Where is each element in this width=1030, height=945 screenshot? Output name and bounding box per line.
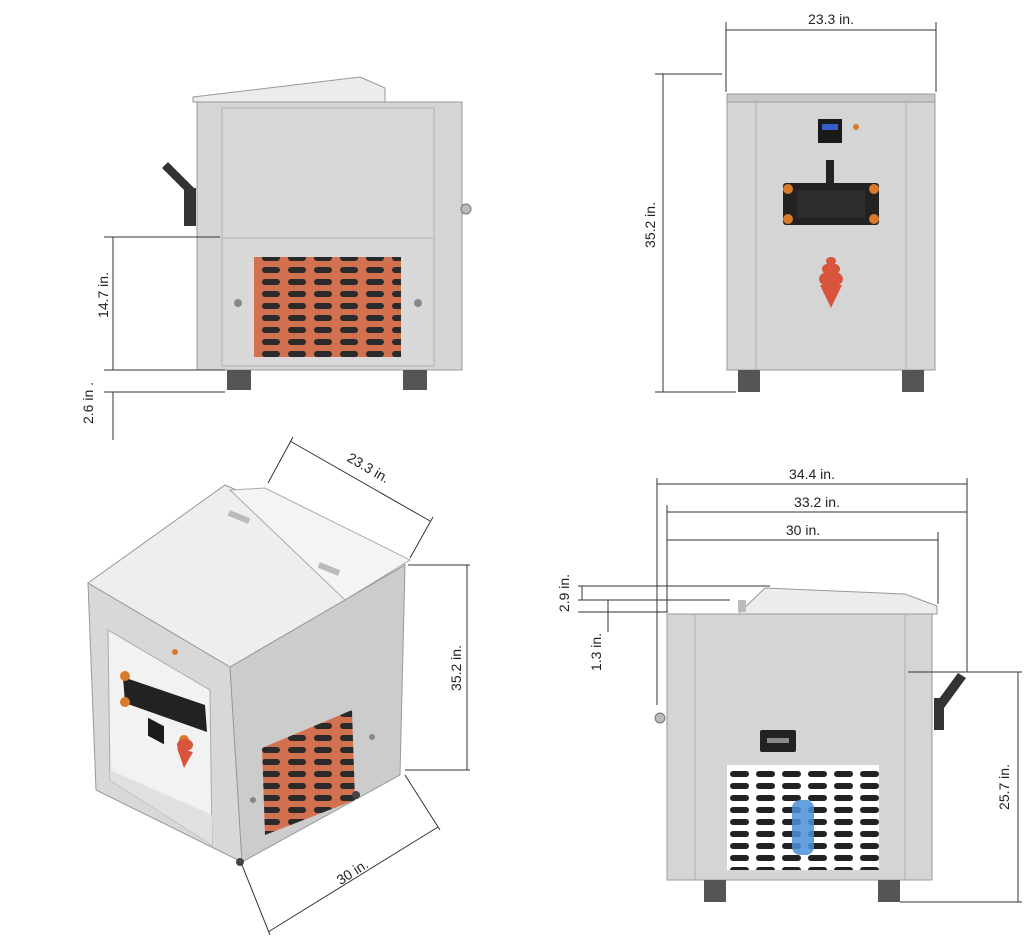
screw — [250, 797, 256, 803]
screw — [369, 734, 375, 740]
knob-icon — [869, 184, 879, 194]
foot — [878, 880, 900, 902]
internal-compressor — [792, 800, 814, 855]
display-readout — [822, 124, 838, 130]
drip-tray — [110, 770, 212, 845]
knob-icon — [460, 203, 472, 215]
lid — [228, 487, 412, 601]
indicator-light — [172, 649, 178, 655]
dispensing-head — [123, 677, 207, 732]
front-view: 23.3 in. 35.2 in. — [642, 11, 937, 393]
height-dimension-label: 35.2 in. — [642, 202, 658, 248]
height-dimension-label: 35.2 in. — [448, 645, 464, 691]
knob-icon — [654, 712, 666, 724]
foot — [236, 858, 244, 866]
rating-label-text — [767, 738, 789, 743]
ice-cream-cone-icon — [819, 257, 843, 308]
isometric-view: 23.3 in. 35.2 in. 30 in. — [87, 436, 470, 936]
body-length-label: 30 in. — [786, 522, 820, 538]
knob-icon — [869, 214, 879, 224]
control-display — [818, 119, 842, 143]
dispense-handle-icon — [934, 673, 966, 730]
knob-icon — [120, 671, 130, 681]
vent-grille — [262, 710, 355, 835]
width-dimension-label: 23.3 in. — [808, 11, 854, 27]
dimension-lines — [578, 478, 1022, 903]
side-view-left: 14.7 in. 2.6 in . — [80, 76, 472, 440]
foot — [738, 370, 760, 392]
foot — [352, 791, 360, 799]
foot — [902, 370, 924, 392]
width-dimension-label: 30 in. — [334, 856, 371, 888]
knob-icon — [783, 214, 793, 224]
foot — [704, 880, 726, 902]
handle-height-label: 25.7 in. — [996, 764, 1012, 810]
dimension-lines — [655, 22, 937, 393]
foot-dimension-label: 2.6 in . — [80, 382, 96, 424]
dispense-handle-icon — [162, 162, 196, 226]
foot — [227, 370, 251, 390]
lid-hinge — [227, 510, 251, 524]
knob-icon — [120, 697, 130, 707]
lid-hinge — [738, 600, 746, 612]
dispensing-plate — [797, 190, 865, 218]
top-edge — [726, 93, 936, 103]
lid-hinge — [317, 562, 341, 576]
lid — [739, 587, 938, 615]
overall-length-label: 34.4 in. — [789, 466, 835, 482]
ice-cream-cone-icon — [177, 739, 193, 768]
lid-height-label: 2.9 in. — [556, 574, 572, 612]
mid-length-label: 33.2 in. — [794, 494, 840, 510]
dimension-lines — [241, 436, 470, 936]
screw — [414, 299, 422, 307]
upper-panel — [221, 107, 435, 239]
cabinet — [726, 101, 936, 371]
step-height-label: 1.3 in. — [588, 633, 604, 671]
depth-dimension-label: 23.3 in. — [345, 449, 393, 486]
lid — [192, 76, 386, 103]
dimension-lines — [104, 236, 225, 440]
side-view-right: 34.4 in. 33.2 in. 30 in. 2.9 in. 1.3 in.… — [556, 466, 1022, 903]
knob-icon — [783, 184, 793, 194]
height-dimension-label: 14.7 in. — [95, 272, 111, 318]
vent-grille — [254, 257, 401, 357]
dispense-handle-icon — [826, 160, 834, 190]
indicator-light — [853, 124, 859, 130]
screw — [234, 299, 242, 307]
control-display — [148, 717, 164, 745]
foot — [403, 370, 427, 390]
